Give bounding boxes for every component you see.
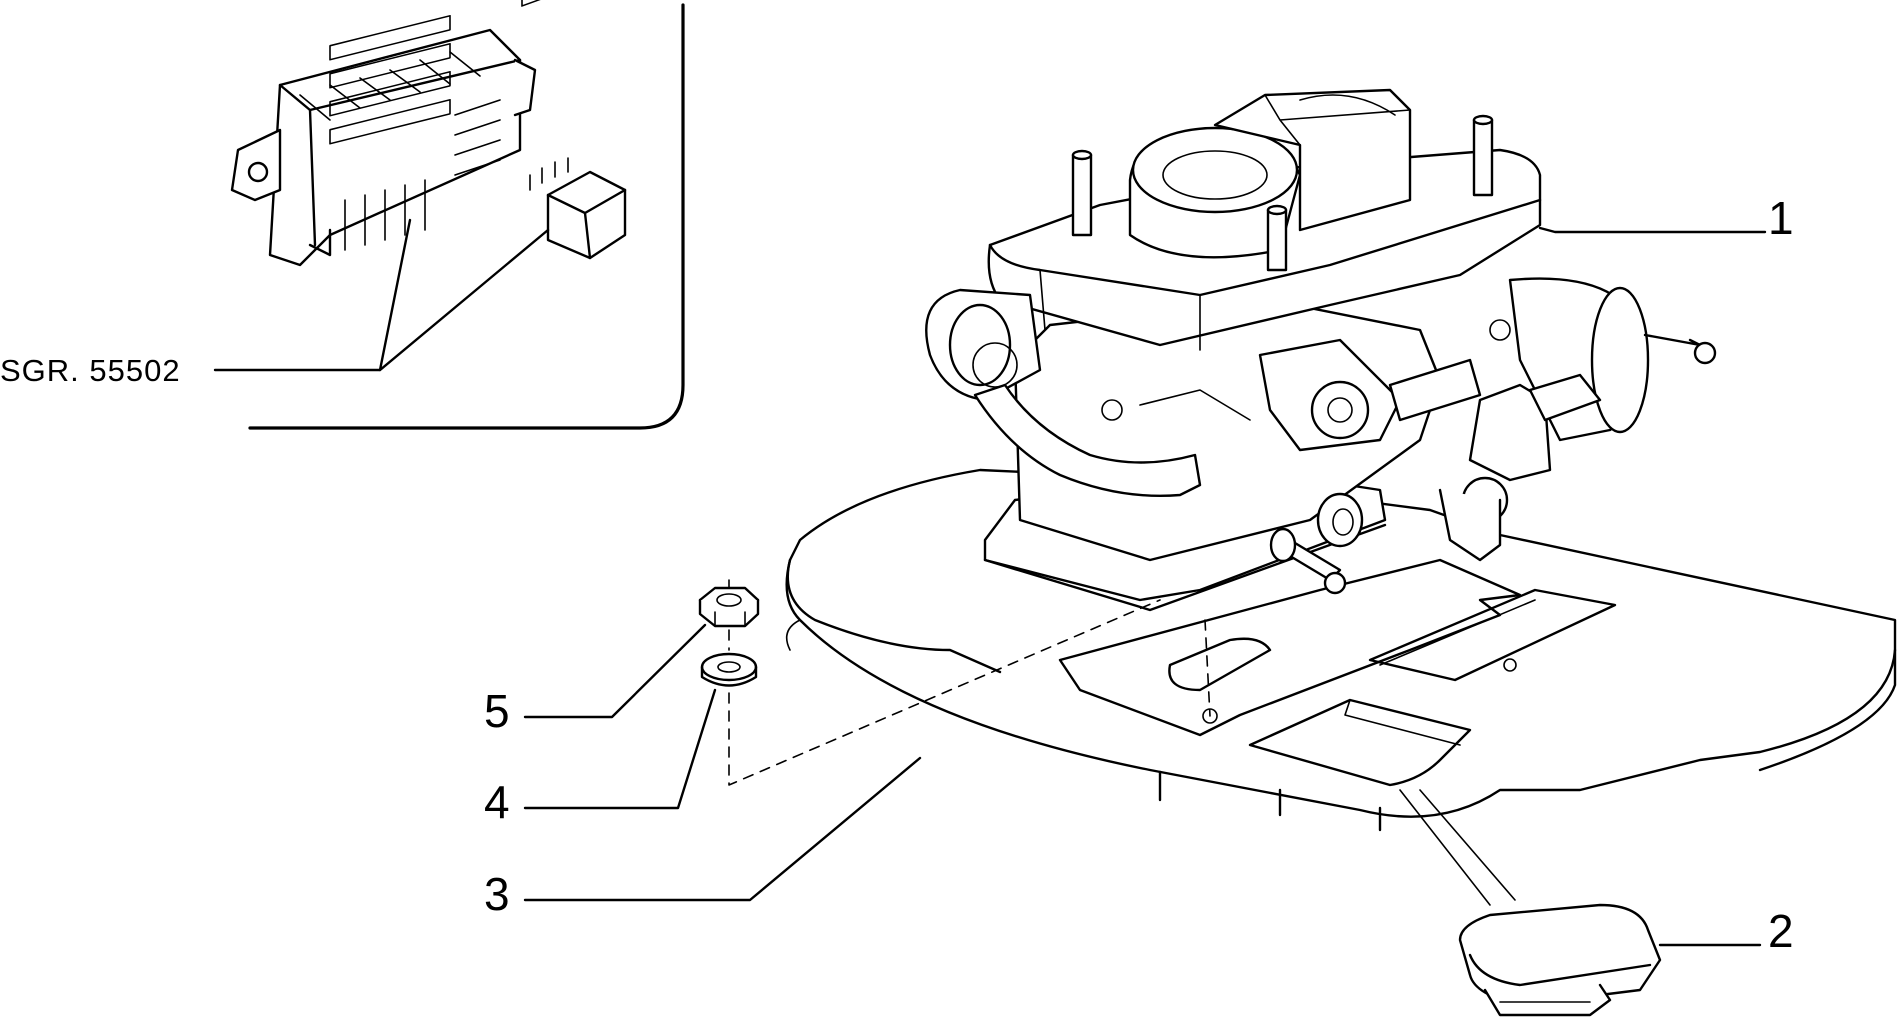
leader-lines (523, 226, 1767, 947)
carburettor-drawing (925, 88, 1717, 612)
callout-5: 5 (484, 685, 510, 737)
callout-1: 1 (1768, 192, 1794, 244)
control-unit-drawing (230, 14, 537, 267)
callout-4: 4 (484, 776, 510, 828)
callout-3: 3 (484, 868, 510, 920)
reference-label: SGR. 55502 (0, 353, 181, 388)
stud-bolts (1071, 114, 1494, 272)
plug-drawing (1458, 903, 1662, 1017)
relay-drawing (521, 0, 627, 260)
nut-drawing (698, 586, 760, 628)
inset-panel: SGR. 55502 (0, 0, 685, 430)
callout-labels: 1 2 3 4 5 (484, 192, 1794, 957)
washer-drawing (700, 652, 758, 687)
callout-2: 2 (1768, 905, 1794, 957)
